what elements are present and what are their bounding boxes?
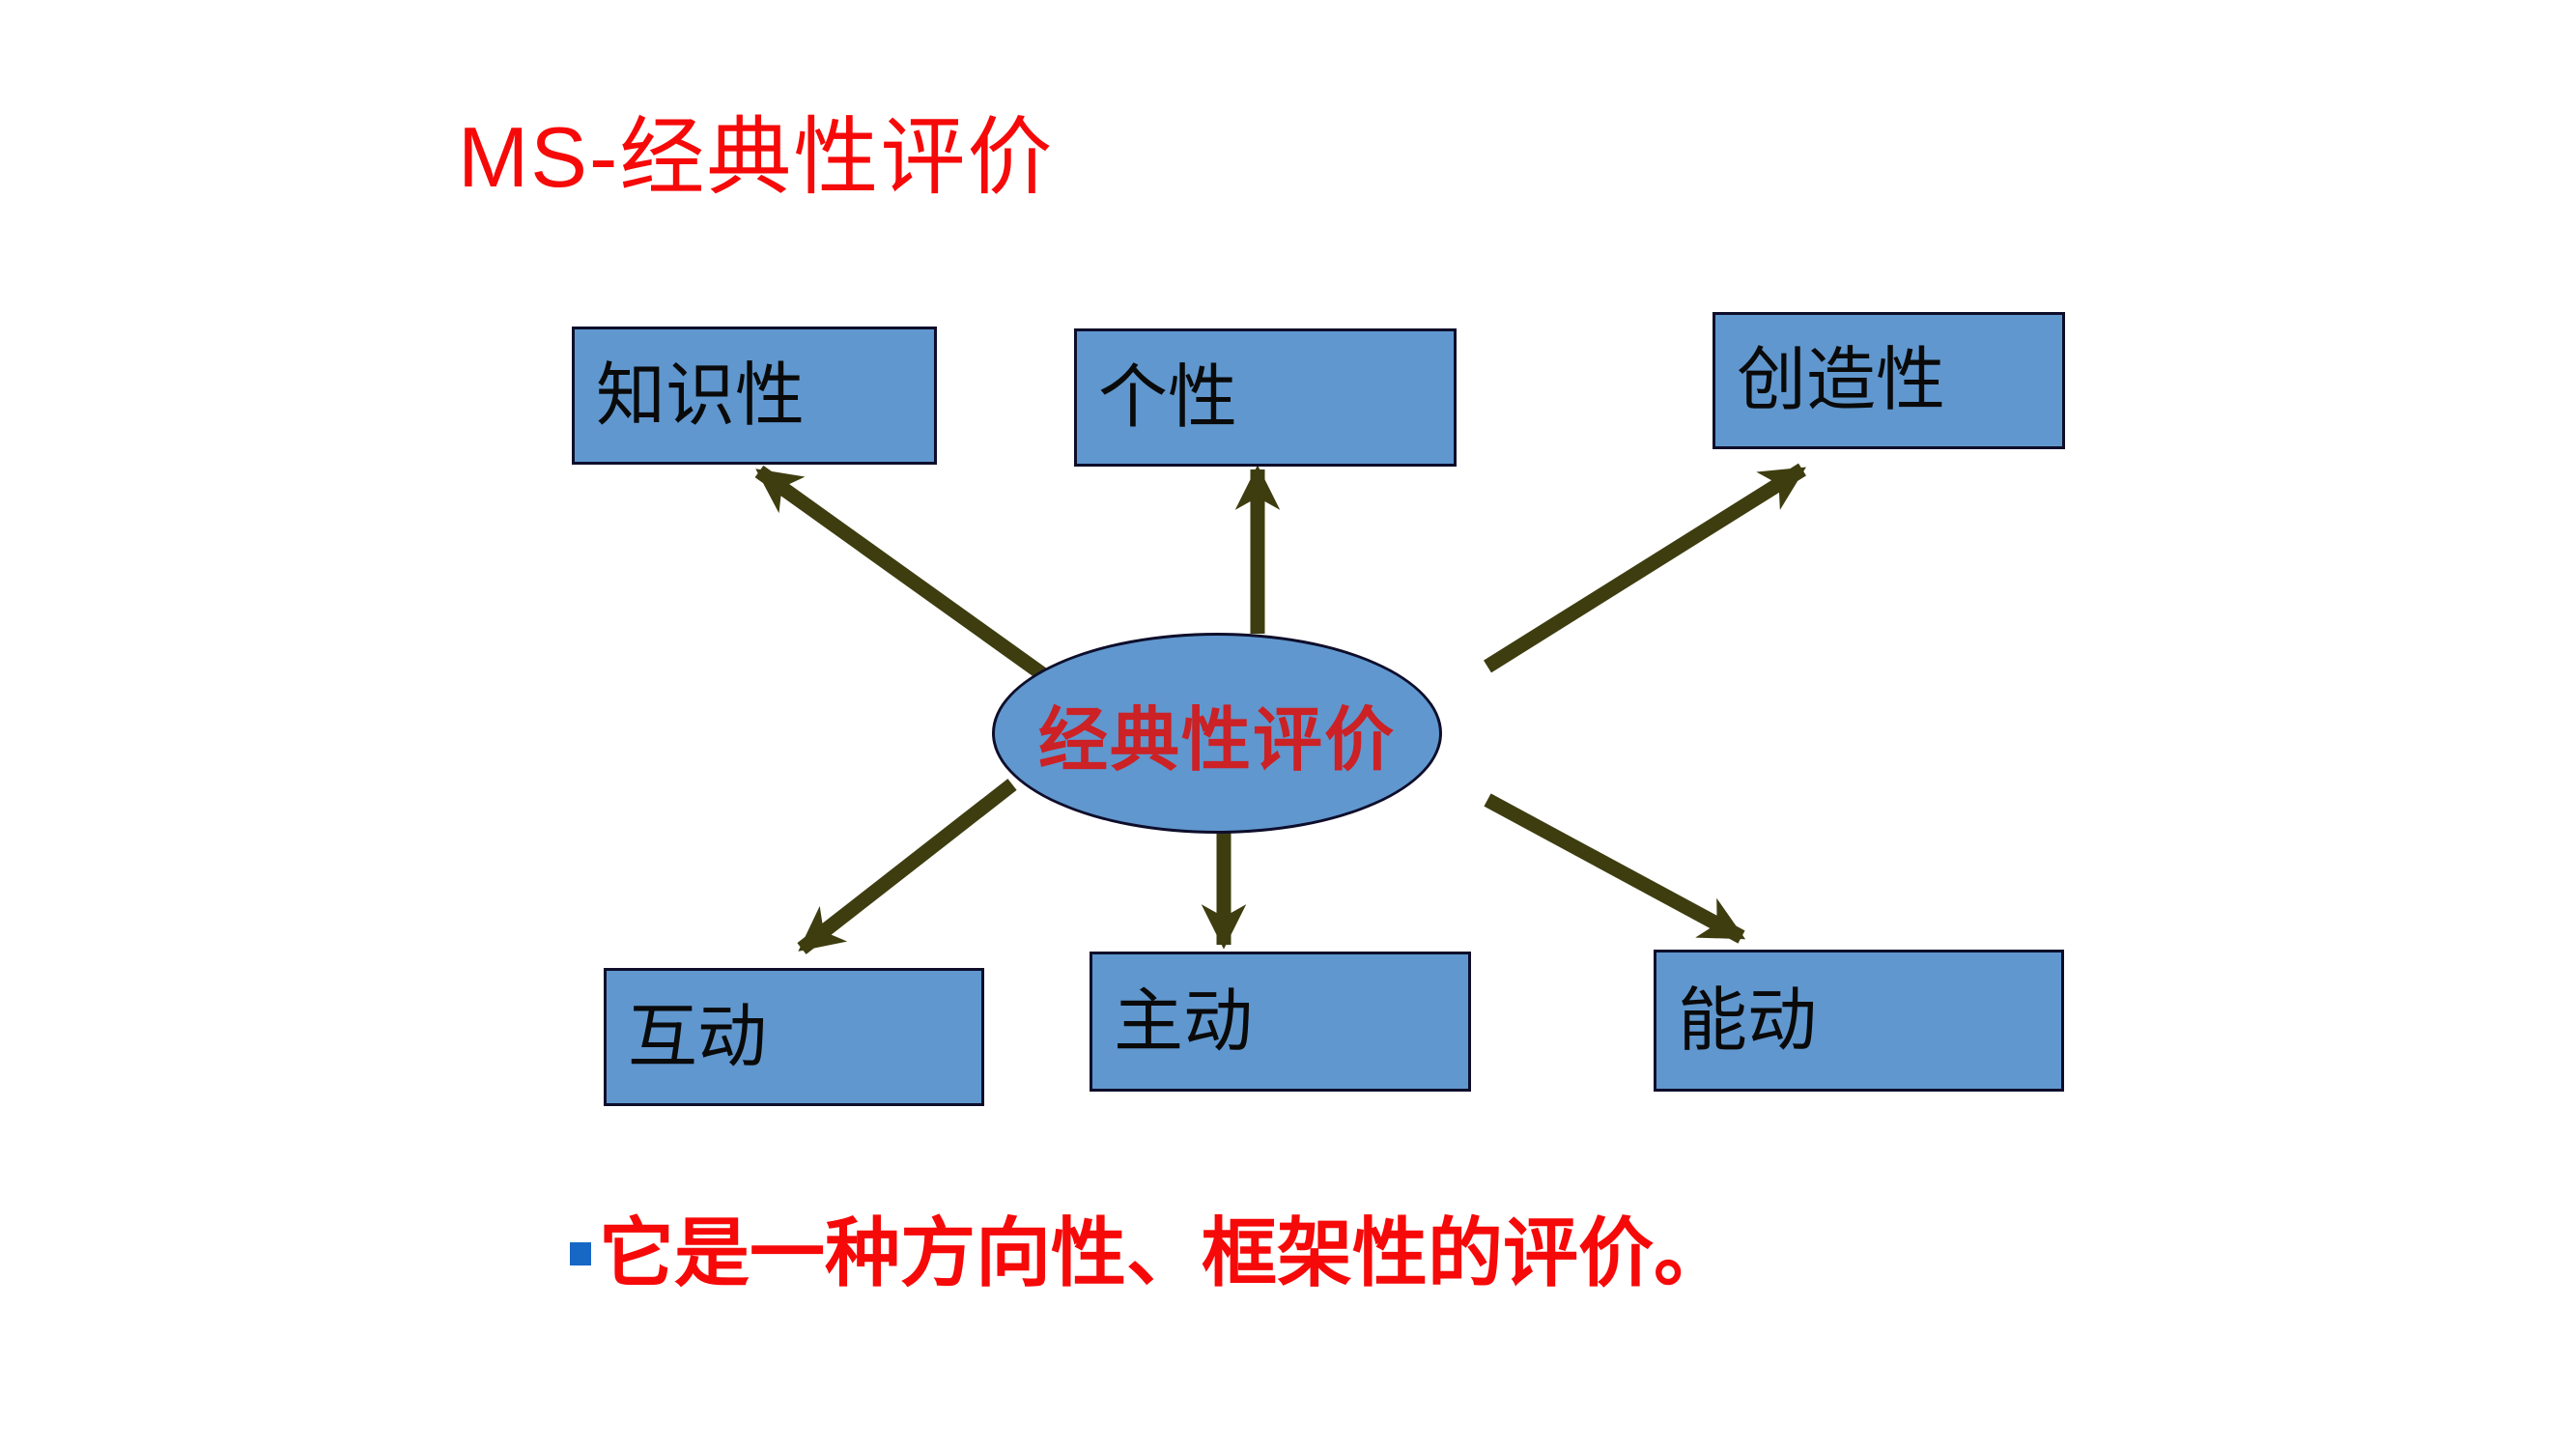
arrow-center-to-knowledge (754, 465, 1053, 685)
node-interaction-label: 互动 (628, 998, 768, 1076)
center-ellipse: 经典性评价 (992, 633, 1442, 834)
node-knowledge: 知识性 (572, 327, 937, 465)
slide-title-main: 经典性评价 (619, 112, 1055, 206)
node-personality-label: 个性 (1098, 358, 1238, 437)
arrow-center-to-interaction (797, 779, 1017, 954)
center-ellipse-label: 经典性评价 (1037, 701, 1396, 780)
node-initiative-label: 主动 (1114, 982, 1254, 1061)
arrow-center-to-agency (1484, 793, 1746, 944)
bullet-square-icon (570, 1242, 591, 1265)
slide-title: MS-经典性评价 (458, 89, 1054, 212)
node-initiative: 主动 (1090, 952, 1471, 1092)
node-interaction: 互动 (604, 968, 984, 1106)
node-creativity: 创造性 (1713, 312, 2065, 449)
node-knowledge-label: 知识性 (596, 356, 806, 435)
node-agency: 能动 (1654, 950, 2064, 1092)
node-creativity-label: 创造性 (1737, 342, 1946, 419)
node-personality: 个性 (1074, 328, 1457, 467)
node-agency-label: 能动 (1678, 981, 1818, 1060)
note-line: 它是一种方向性、框架性的评价。 (570, 1200, 1729, 1308)
note-text: 它是一种方向性、框架性的评价。 (599, 1211, 1730, 1295)
arrow-center-to-creativity (1484, 463, 1806, 673)
slide-title-prefix: MS- (458, 109, 620, 205)
